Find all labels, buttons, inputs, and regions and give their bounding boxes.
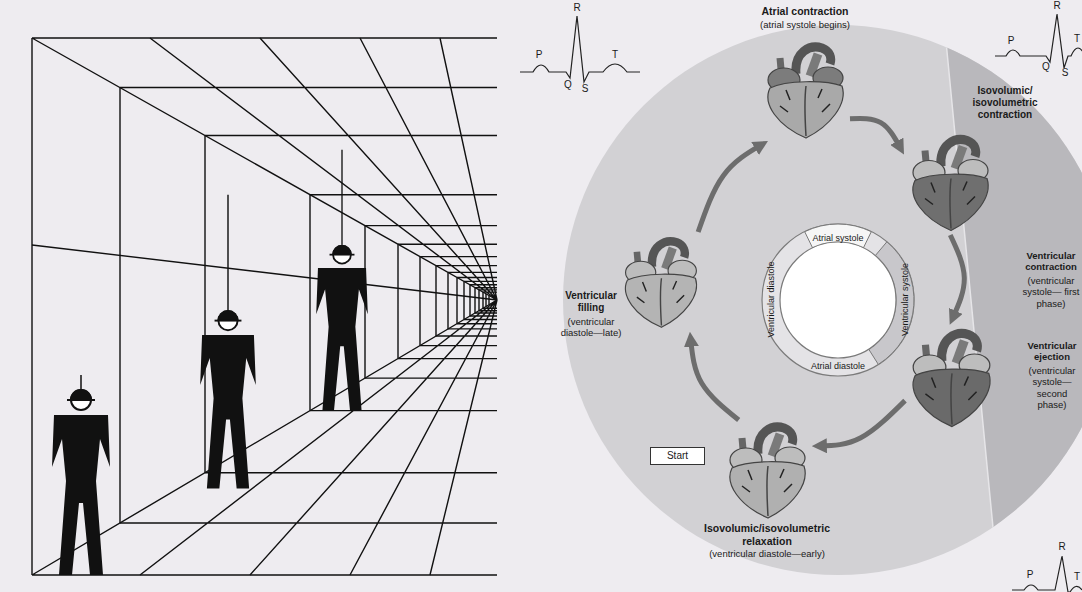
ecg-wave-label: T [1073, 34, 1081, 44]
heart-drawing [625, 241, 696, 327]
ecg-wave-label: P [1026, 570, 1034, 580]
cycle-ring-label: Atrial systole [798, 234, 878, 243]
ecg-wave-label: R [1058, 542, 1066, 552]
cycle-arrow [691, 339, 739, 420]
heart-illustrations [625, 47, 990, 518]
ecg-trace [520, 16, 640, 82]
ecg-traces [520, 14, 1082, 592]
corridor-grid [32, 38, 497, 575]
ecg-wave-label: T [1073, 572, 1081, 582]
systole-sector [942, 0, 1082, 592]
phase-title: Ventricular ejection [1022, 340, 1082, 363]
ecg-wave-label: T [611, 50, 619, 60]
phase-title: Isovolumic/isovolumetric relaxation [682, 522, 852, 547]
ecg-wave-label: P [535, 50, 543, 60]
heart-drawing [768, 47, 843, 138]
phase-node: Isovolumic/ isovolumetric contractionVen… [905, 130, 995, 235]
ceiling-grid [120, 38, 497, 300]
cycle-arrow [698, 145, 761, 232]
corridor-frame [32, 38, 497, 575]
phase-title: Isovolumic/ isovolumetric contraction [965, 85, 1045, 121]
cycle-ring-label: Ventricular systole [901, 250, 910, 350]
standing-figure [200, 195, 256, 489]
phase-title: Atrial contraction [720, 5, 890, 18]
phase-ring [762, 224, 914, 376]
floor-grid [120, 300, 497, 575]
ecg-trace [1012, 556, 1082, 592]
phase-subtitle: (ventricular diastole—early) [682, 548, 852, 559]
cycle-arrow [819, 401, 905, 446]
heart-drawing [913, 140, 988, 231]
heart-drawing [913, 334, 990, 427]
ecg-wave-label: R [573, 3, 581, 13]
ecg-wave-label: R [1053, 1, 1061, 11]
ecg-wave-label: S [581, 84, 589, 94]
phase-subtitle: (ventricular diastole—late) [556, 316, 626, 339]
ecg-wave-label: Q [564, 80, 572, 90]
standing-figure [52, 375, 110, 575]
phase-subtitle: (atrial systole begins) [720, 19, 890, 30]
wall-posts [32, 38, 489, 575]
cycle-arrow [850, 118, 900, 147]
start-box: Start [650, 447, 705, 465]
cycle-ring-label: Ventricular diastole [767, 250, 776, 350]
ecg-wave-label: Q [1042, 62, 1050, 72]
phase-node: Atrial contraction(atrial systole begins… [760, 40, 850, 140]
cycle-ring-label: Atrial diastole [788, 362, 888, 371]
cycle-arrow [950, 235, 964, 318]
phase-subtitle: (ventricular systole— first phase) [1021, 275, 1081, 309]
phase-subtitle: (ventricular systole— second phase) [1022, 365, 1082, 411]
phase-title: Ventricular filling [556, 290, 626, 314]
start-label: Start [651, 448, 704, 464]
phase-node: Isovolumic/isovolumetric relaxation(vent… [722, 420, 812, 520]
phase-title: Ventricular contraction [1021, 250, 1081, 273]
heart-drawing [730, 427, 805, 518]
ecg-wave-label: S [1061, 68, 1069, 78]
phase-node: Ventricular filling(ventricular diastole… [618, 232, 703, 332]
standing-figure [316, 150, 368, 411]
ecg-wave-label: P [1007, 36, 1015, 46]
phase-node: Ventricular ejection(ventricular systole… [905, 325, 997, 430]
ecg-trace [995, 14, 1082, 68]
